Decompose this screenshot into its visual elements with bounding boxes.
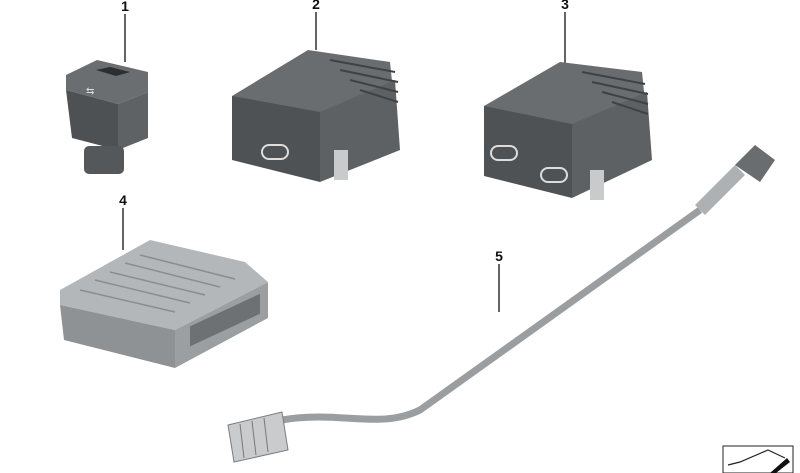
leader-lines (122, 12, 566, 312)
catalog-symbol-icon (722, 445, 794, 473)
part-5-cable[interactable] (227, 145, 775, 463)
usb-icon: ⇆ (86, 86, 94, 97)
callout-4: 4 (119, 192, 127, 208)
usb-c-icon (490, 145, 518, 161)
part-3-dual-usb-c-socket[interactable] (484, 62, 652, 200)
callout-5: 5 (495, 248, 503, 264)
callout-2: 2 (312, 0, 320, 12)
usb-c-icon (261, 144, 289, 160)
part-2-usb-c-socket[interactable] (232, 50, 400, 182)
callout-1: 1 (121, 0, 129, 14)
callout-3: 3 (561, 0, 569, 12)
part-1-usb-socket[interactable]: ⇆ (66, 60, 148, 174)
part-4-control-module[interactable] (60, 240, 268, 368)
usb-c-icon (540, 167, 568, 183)
